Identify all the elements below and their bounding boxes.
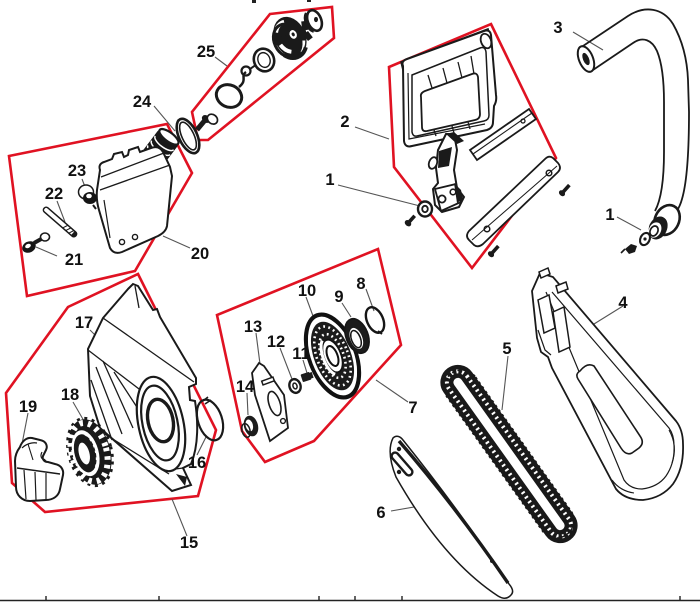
svg-text:23: 23 xyxy=(68,162,86,180)
svg-text:16: 16 xyxy=(188,454,206,472)
svg-text:1: 1 xyxy=(325,171,334,189)
svg-text:12: 12 xyxy=(267,333,285,351)
svg-text:13: 13 xyxy=(244,318,262,336)
svg-text:17: 17 xyxy=(75,314,93,332)
svg-text:9: 9 xyxy=(334,288,343,306)
svg-text:18: 18 xyxy=(61,386,79,404)
svg-text:10: 10 xyxy=(298,282,316,300)
svg-text:6: 6 xyxy=(376,504,385,522)
svg-text:3: 3 xyxy=(553,19,562,37)
svg-text:7: 7 xyxy=(408,399,417,417)
svg-text:20: 20 xyxy=(191,245,209,263)
svg-text:14: 14 xyxy=(236,378,255,396)
svg-text:22: 22 xyxy=(45,185,63,203)
svg-text:11: 11 xyxy=(292,345,309,363)
svg-text:24: 24 xyxy=(133,93,152,111)
svg-text:5: 5 xyxy=(502,340,511,358)
svg-text:2: 2 xyxy=(340,113,349,131)
svg-text:4: 4 xyxy=(618,294,628,312)
svg-text:21: 21 xyxy=(65,251,83,269)
svg-text:15: 15 xyxy=(180,534,198,552)
svg-text:25: 25 xyxy=(197,43,215,61)
svg-text:19: 19 xyxy=(19,398,37,416)
svg-text:8: 8 xyxy=(356,275,365,293)
svg-text:1: 1 xyxy=(605,206,614,224)
